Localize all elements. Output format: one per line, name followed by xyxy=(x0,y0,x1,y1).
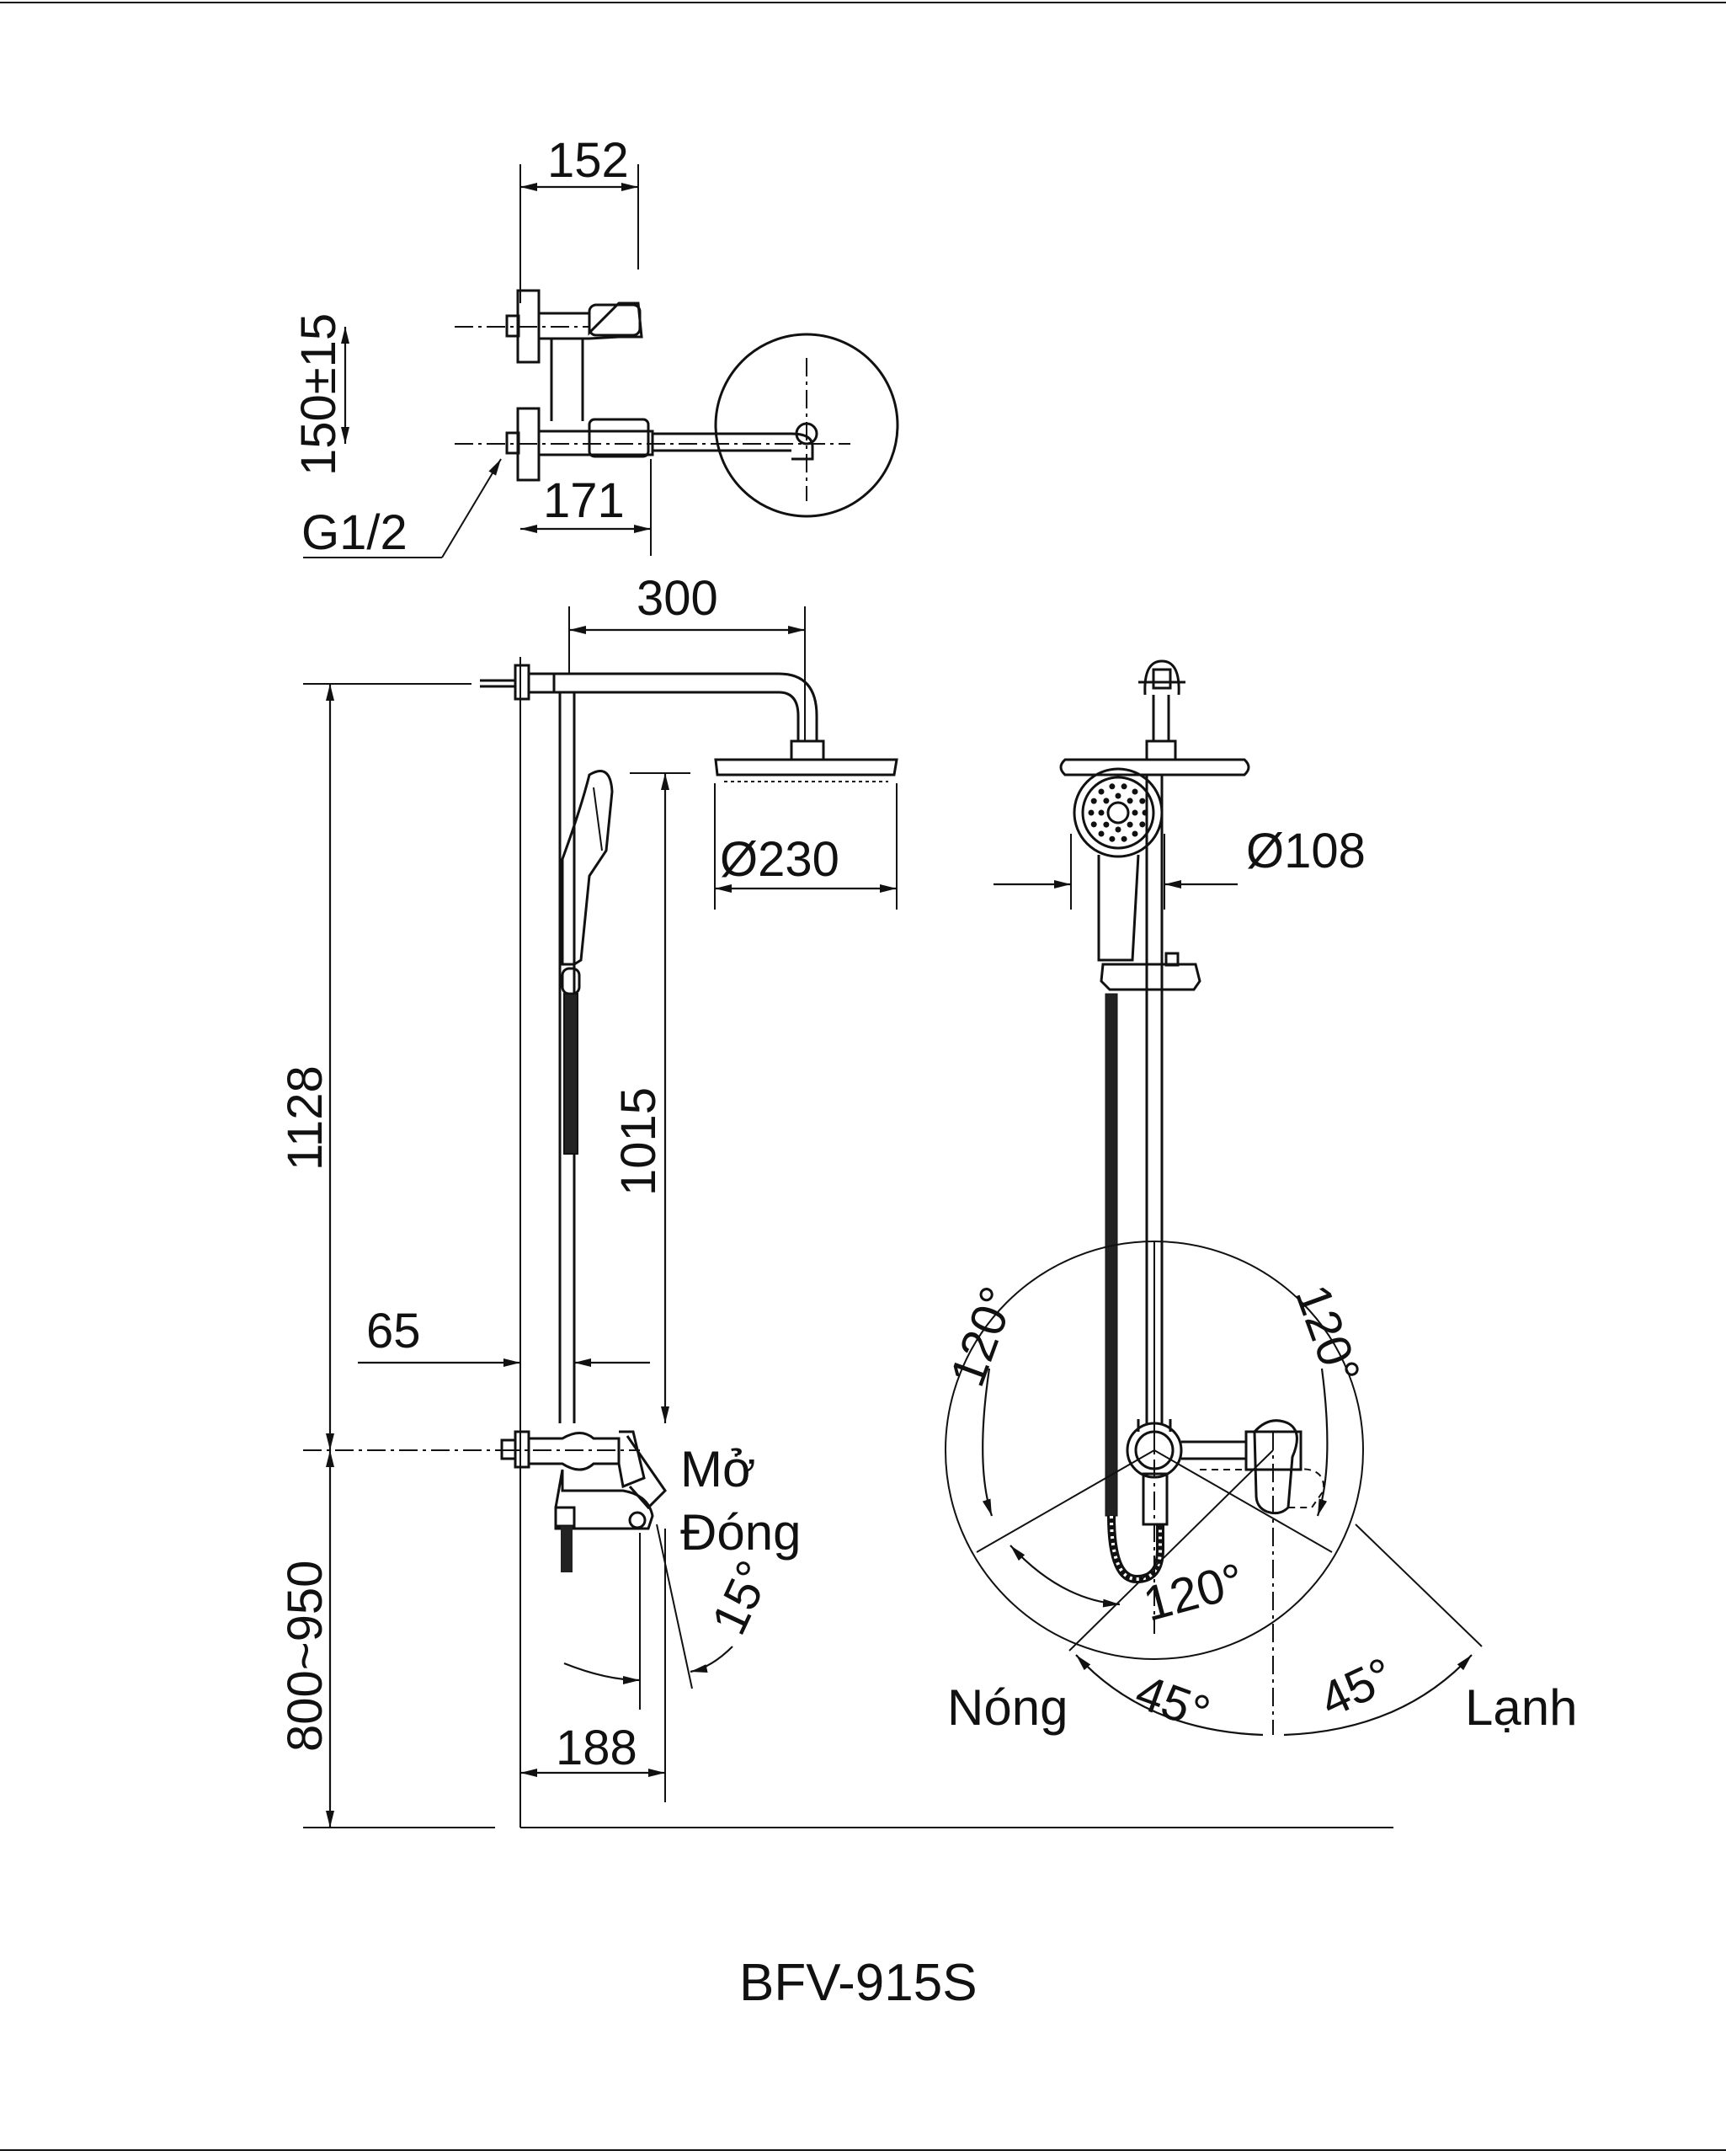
nozzle-dot xyxy=(1115,826,1121,833)
mixer-body-side xyxy=(554,1469,654,1530)
front-view: 120° 120° 120° 45° 45° Nóng Lạnh Ø108 xyxy=(940,659,1577,1741)
mixer-body-front xyxy=(1244,1430,1302,1471)
overhead-head-side xyxy=(714,758,898,776)
dim-1015: 1015 xyxy=(611,1087,666,1196)
dim-150: 150±15 xyxy=(291,313,346,476)
overhead-head-front xyxy=(1059,758,1250,776)
nozzle-dot xyxy=(1090,798,1097,804)
nozzle-dot xyxy=(1109,835,1116,842)
slide-holder xyxy=(1100,963,1201,991)
nozzle-dot xyxy=(1139,821,1146,828)
dim-15deg: 15° xyxy=(701,1553,782,1643)
dim-230: Ø230 xyxy=(720,832,839,887)
nozzle-dot xyxy=(1121,783,1127,790)
angle-left: 120° xyxy=(940,1279,1025,1393)
nozzle-dot xyxy=(1132,809,1138,816)
angle-hot: 45° xyxy=(1129,1664,1217,1741)
dim-1128: 1128 xyxy=(278,1065,333,1171)
label-close: Đóng xyxy=(680,1504,801,1561)
dim-152: 152 xyxy=(547,133,629,188)
dim-108: Ø108 xyxy=(1246,824,1366,878)
dim-65: 65 xyxy=(366,1304,421,1358)
dim-188: 188 xyxy=(556,1721,637,1775)
nozzle-dot xyxy=(1127,798,1133,804)
top-flange-lower xyxy=(516,407,541,482)
mixer-lever-front xyxy=(1253,1419,1298,1515)
nozzle-dot xyxy=(1121,835,1127,842)
dim-171: 171 xyxy=(543,473,625,528)
nozzle-dot xyxy=(1103,798,1110,804)
nozzle-dot xyxy=(1098,788,1105,795)
nozzle-dot xyxy=(1132,830,1138,837)
hand-shower-side xyxy=(561,770,614,966)
dim-800-950: 800~950 xyxy=(278,1561,333,1752)
nozzle-dot xyxy=(1142,809,1148,816)
angle-cold: 45° xyxy=(1312,1647,1402,1728)
label-g12: G1/2 xyxy=(301,505,408,560)
nozzle-dot xyxy=(1088,809,1095,816)
top-flange-upper xyxy=(516,289,541,364)
dim-300: 300 xyxy=(637,571,718,626)
label-cold: Lạnh xyxy=(1465,1679,1577,1736)
nozzle-dot xyxy=(1098,809,1105,816)
side-view: 300 Ø230 1128 1015 65 xyxy=(278,571,1393,1828)
angle-right: 120° xyxy=(1285,1278,1371,1391)
nozzle-dot xyxy=(1090,821,1097,828)
nozzle-dot xyxy=(1098,830,1105,837)
hand-shower-front xyxy=(1073,767,1164,858)
nozzle-dot xyxy=(1103,821,1110,828)
nozzle-dot xyxy=(1132,788,1138,795)
label-open: Mở xyxy=(680,1441,755,1497)
nozzle-dot xyxy=(1115,792,1121,799)
hose-front xyxy=(1105,993,1118,1517)
nozzle-dot xyxy=(1109,783,1116,790)
nozzle-dot xyxy=(1127,821,1133,828)
top-view: 152 150±15 171 G1/2 xyxy=(291,133,899,560)
model-name: BFV-915S xyxy=(739,1954,978,2012)
overhead-disk-top xyxy=(714,333,899,518)
nozzle-dot xyxy=(1139,798,1146,804)
label-hot: Nóng xyxy=(947,1679,1068,1736)
